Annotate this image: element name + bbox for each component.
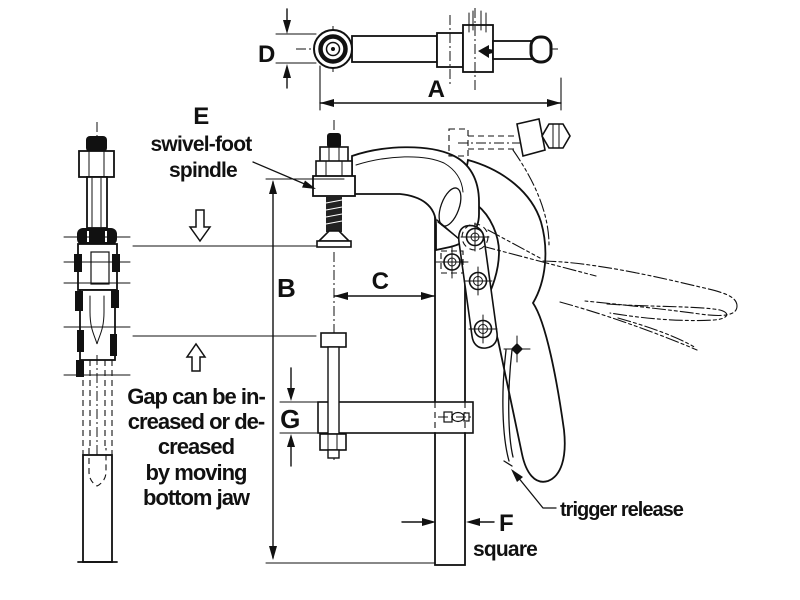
swivel-foot-spindle	[312, 133, 356, 248]
trigger-release-callout: trigger release	[511, 469, 685, 521]
clamp-handle	[463, 158, 566, 483]
linkage	[435, 221, 531, 363]
adjusting-screw	[516, 118, 571, 158]
swivel-foot-label: swivel-foot	[151, 133, 253, 156]
square-label: square	[473, 538, 537, 561]
dimension-g: G	[279, 367, 319, 467]
dim-label-e: E	[193, 103, 209, 130]
gap-note-line-2: creased or de-	[128, 409, 265, 434]
jaw-pin	[319, 332, 347, 459]
gap-note-line-4: by moving	[145, 460, 246, 485]
spindle-callout: E swivel-foot spindle	[151, 103, 316, 189]
top-view-drawing: D A	[258, 8, 562, 111]
dimension-d: D	[258, 8, 317, 89]
trigger-detail-glyph	[478, 45, 500, 58]
dim-label-g: G	[280, 404, 300, 434]
bottom-jaw	[317, 401, 474, 434]
dimension-a: A	[319, 65, 562, 111]
gap-note-line-1: Gap can be in-	[127, 384, 265, 409]
front-view-drawing	[63, 122, 131, 563]
dimension-f: F square	[401, 510, 538, 561]
dim-label-d: D	[258, 41, 275, 68]
trigger-release-label: trigger release	[560, 499, 684, 521]
spindle-label: spindle	[169, 159, 237, 182]
gap-note: Gap can be in- creased or de- creased by…	[127, 384, 266, 510]
release-lever-phantom-lines	[468, 10, 487, 33]
main-view-drawing: B C G F square E	[127, 103, 738, 566]
dim-label-c: C	[372, 268, 389, 295]
gap-arrow-up-icon	[185, 342, 207, 372]
gap-note-line-3: creased	[158, 434, 234, 459]
dimension-b: B	[265, 178, 436, 564]
gap-arrow-down-icon	[188, 209, 212, 243]
dimension-c: C	[333, 268, 436, 300]
dim-label-b: B	[277, 273, 295, 303]
gap-note-line-5: bottom jaw	[143, 485, 251, 510]
dim-label-a: A	[428, 76, 445, 103]
dim-label-f: F	[499, 510, 513, 537]
trigger-release-lever	[502, 349, 514, 467]
open-handle-phantom	[448, 128, 738, 351]
